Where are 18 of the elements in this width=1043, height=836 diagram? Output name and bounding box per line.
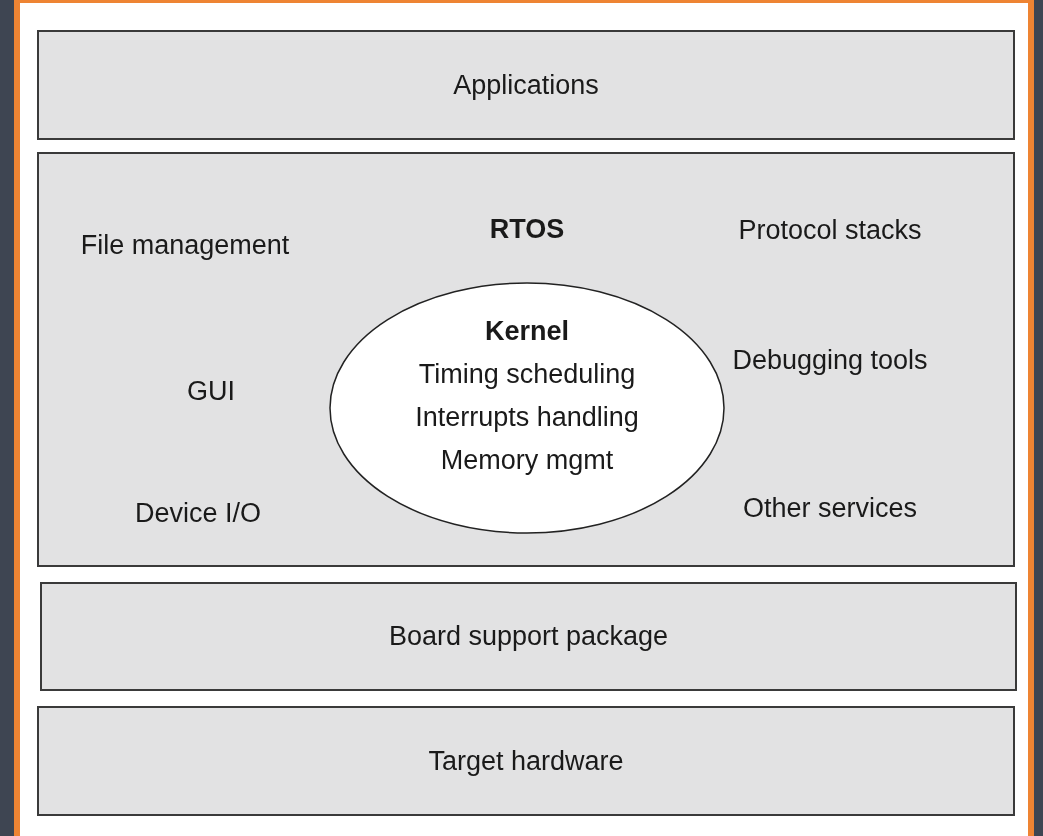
layer-box [37, 30, 1015, 140]
ellipse-heading: Kernel [484, 316, 569, 346]
layer-label: Applications [453, 68, 599, 102]
service-label: Device I/O [133, 497, 262, 530]
service-label: Protocol stacks [737, 214, 923, 247]
ellipse-text: Memory mgmt [440, 445, 614, 475]
layer-box [40, 582, 1017, 691]
ellipse-text: Interrupts handling [415, 402, 639, 432]
ellipse-text: Timing scheduling [418, 359, 636, 389]
service-label: Debugging tools [731, 344, 929, 377]
layer-box [37, 152, 1015, 567]
layer-label: Target hardware [428, 744, 624, 778]
service-label: GUI [186, 375, 236, 408]
service-label: File management [79, 229, 291, 262]
service-label: Other services [741, 492, 919, 525]
layer-heading: RTOS [488, 213, 566, 246]
layer-box [37, 706, 1015, 816]
layer-label: Board support package [388, 620, 669, 654]
